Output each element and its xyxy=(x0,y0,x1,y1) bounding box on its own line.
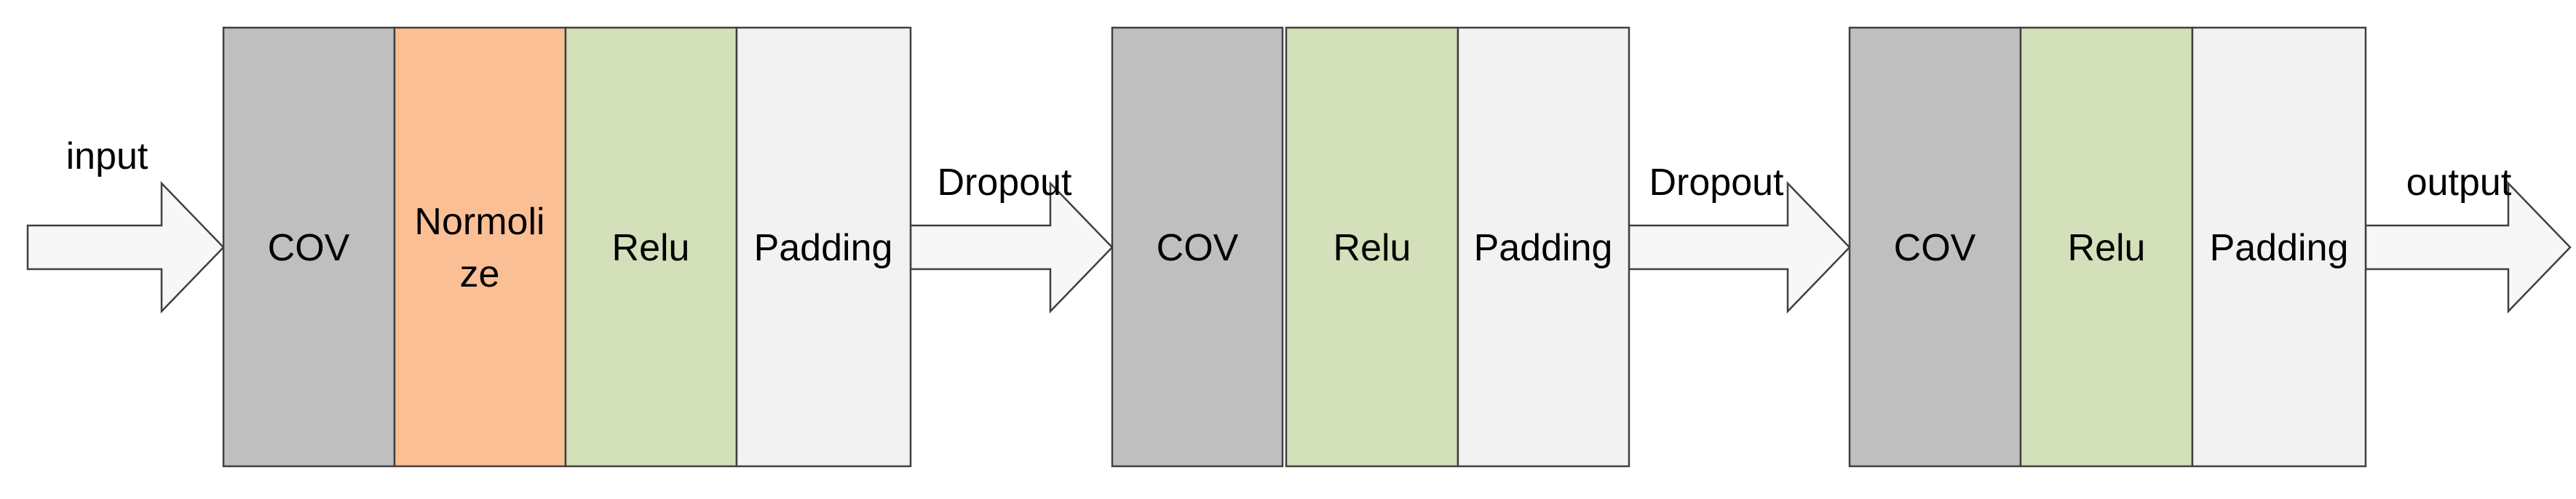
block3-relu-label: Relu xyxy=(2068,227,2146,269)
block2-padding-box xyxy=(1457,26,1630,468)
block1-relu-label: Relu xyxy=(612,227,690,269)
input-label: input xyxy=(66,135,148,177)
output-arrow xyxy=(2364,180,2572,314)
block1-padding-label: Padding xyxy=(754,227,893,269)
block1-normalize-label-line1: Normoli xyxy=(414,201,544,243)
input-arrow xyxy=(26,180,225,314)
output-label: output xyxy=(2406,161,2512,204)
block1-padding-box xyxy=(735,26,912,468)
block2-cov-box xyxy=(1111,26,1284,468)
block3-padding-box xyxy=(2191,26,2367,468)
block1-cov-label: COV xyxy=(268,227,350,269)
block-3: COV Relu Padding xyxy=(1848,26,2367,468)
block-1: COV Normoli ze Relu Padding xyxy=(222,26,912,468)
block3-cov-label: COV xyxy=(1894,227,1976,269)
block3-padding-label: Padding xyxy=(2210,227,2349,269)
block2-relu-label: Relu xyxy=(1333,227,1411,269)
dropout-arrow-1 xyxy=(909,180,1114,314)
block3-relu-box xyxy=(2019,26,2194,468)
block1-normalize-label-line2: ze xyxy=(460,253,500,295)
dropout-label-1: Dropout xyxy=(938,161,1073,204)
block1-normalize-box xyxy=(393,26,567,468)
block2-padding-label: Padding xyxy=(1474,227,1613,269)
block3-cov-box xyxy=(1848,26,2022,468)
block1-cov-box xyxy=(222,26,396,468)
block2-relu-box xyxy=(1285,26,1459,468)
block-2: COV Relu Padding xyxy=(1111,26,1630,468)
dropout-arrow-2 xyxy=(1628,180,1851,314)
block2-cov-label: COV xyxy=(1157,227,1239,269)
dropout-label-2: Dropout xyxy=(1649,161,1785,204)
